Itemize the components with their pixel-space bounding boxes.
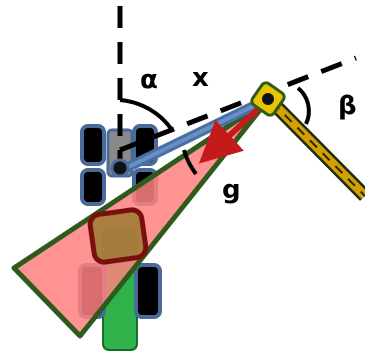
label-x: x: [192, 63, 209, 93]
sensor-head-icon: [250, 81, 286, 117]
sensor-arm: [263, 93, 365, 201]
x-direction-line: [119, 55, 357, 153]
hitch-box: [87, 207, 149, 265]
label-alpha: α: [140, 65, 158, 95]
label-g: g: [222, 175, 241, 205]
beta-angle-arc: [296, 86, 311, 125]
g-vector-red: [198, 99, 269, 164]
rear-wheel-right: [134, 263, 162, 319]
front-wheel-left-top: [80, 124, 106, 166]
front-wheel-left-bottom: [80, 168, 106, 206]
x-vector-blue-inner: [120, 98, 268, 172]
alpha-angle-arc: [119, 98, 174, 132]
tractor-center-point: [110, 158, 130, 178]
g-angle-arc: [182, 149, 198, 176]
label-beta: β: [338, 91, 357, 121]
